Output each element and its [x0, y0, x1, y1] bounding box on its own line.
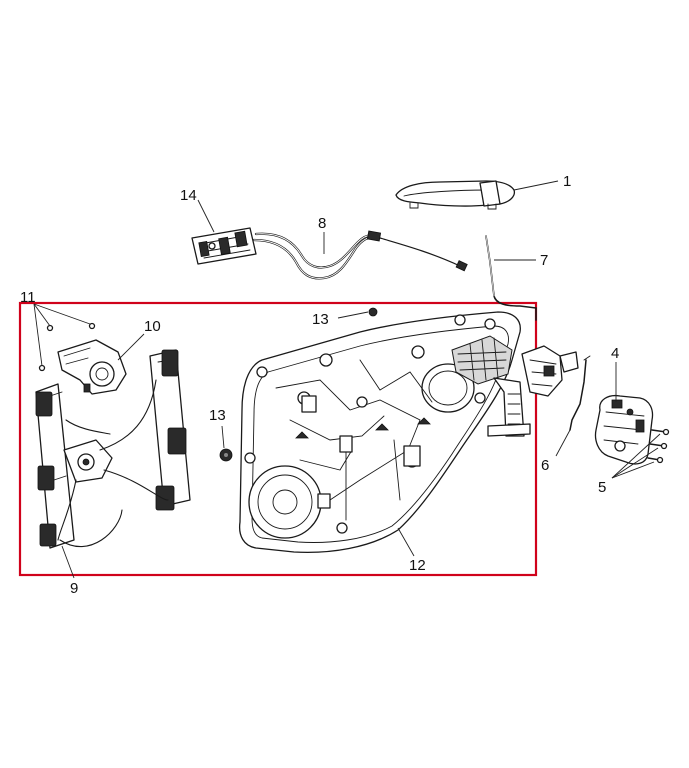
part-1-exterior-handle [395, 180, 516, 210]
part-14-inside-handle [191, 227, 257, 265]
callout-1: 1 [563, 173, 571, 190]
part-13-fastener-left [219, 448, 233, 462]
callout-7: 7 [540, 252, 548, 269]
highlight-frame [18, 301, 538, 577]
callout-13-left: 13 [209, 407, 226, 424]
part-10-motor [57, 339, 127, 395]
leader-lines [33, 180, 661, 579]
callout-14: 14 [180, 187, 197, 204]
part-5-screws [647, 428, 670, 464]
callout-13-top: 13 [312, 311, 329, 328]
part-9-regulator [35, 349, 191, 549]
part-12-door-module [238, 311, 521, 553]
callout-8: 8 [318, 215, 326, 232]
callout-11: 11 [20, 289, 36, 306]
callout-12: 12 [409, 557, 426, 574]
callout-9: 9 [70, 580, 78, 597]
part-4-latch [594, 394, 654, 465]
module-latch-connector [451, 335, 579, 437]
callout-4: 4 [611, 345, 619, 362]
part-8-cable [252, 230, 468, 280]
part-6-rod [569, 355, 591, 431]
callout-6: 6 [541, 457, 549, 474]
callout-5: 5 [598, 479, 606, 496]
callout-10: 10 [144, 318, 161, 335]
part-7-rod [485, 235, 537, 321]
part-13-fastener-top [368, 307, 378, 317]
